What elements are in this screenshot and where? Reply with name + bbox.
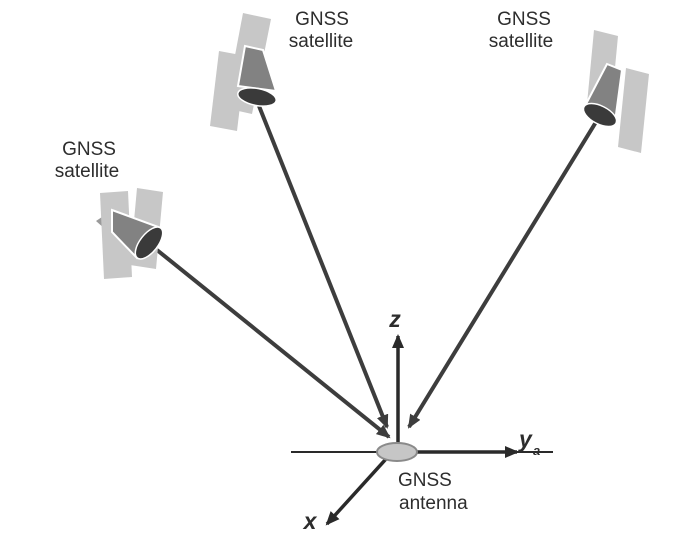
satellite-dish	[237, 87, 277, 107]
antenna-axes	[291, 334, 553, 526]
gnss-antenna	[376, 442, 418, 462]
signal-line-center-satellite	[257, 105, 389, 429]
satellite-left-label-line2: satellite	[55, 161, 119, 182]
satellite-dish	[582, 102, 618, 128]
satellite-left	[96, 188, 164, 279]
satellite-center-label-line2: satellite	[289, 31, 353, 52]
satellite-right-label-line1: GNSS	[497, 9, 551, 30]
satellite-center-label-line1: GNSS	[295, 9, 349, 30]
satellite-right	[582, 30, 649, 153]
x-axis-label: x	[302, 508, 318, 534]
antenna-label-line1: GNSS	[398, 470, 452, 491]
signal-line-left-satellite	[155, 248, 391, 439]
antenna-label-line2: antenna	[399, 493, 468, 514]
y-axis-label: y	[518, 426, 533, 452]
x-axis-arrow	[325, 457, 388, 526]
solar-panel	[618, 68, 649, 153]
satellite-left-label-line1: GNSS	[62, 139, 116, 160]
satellite-right-label-line2: satellite	[489, 31, 553, 52]
z-axis-label: z	[388, 306, 401, 332]
satellite-dish	[134, 226, 164, 260]
signal-line-right-satellite	[407, 120, 598, 429]
y-axis-subscript: a	[533, 443, 540, 458]
satellite-center	[210, 13, 278, 131]
satellite-body-cone	[236, 44, 278, 93]
